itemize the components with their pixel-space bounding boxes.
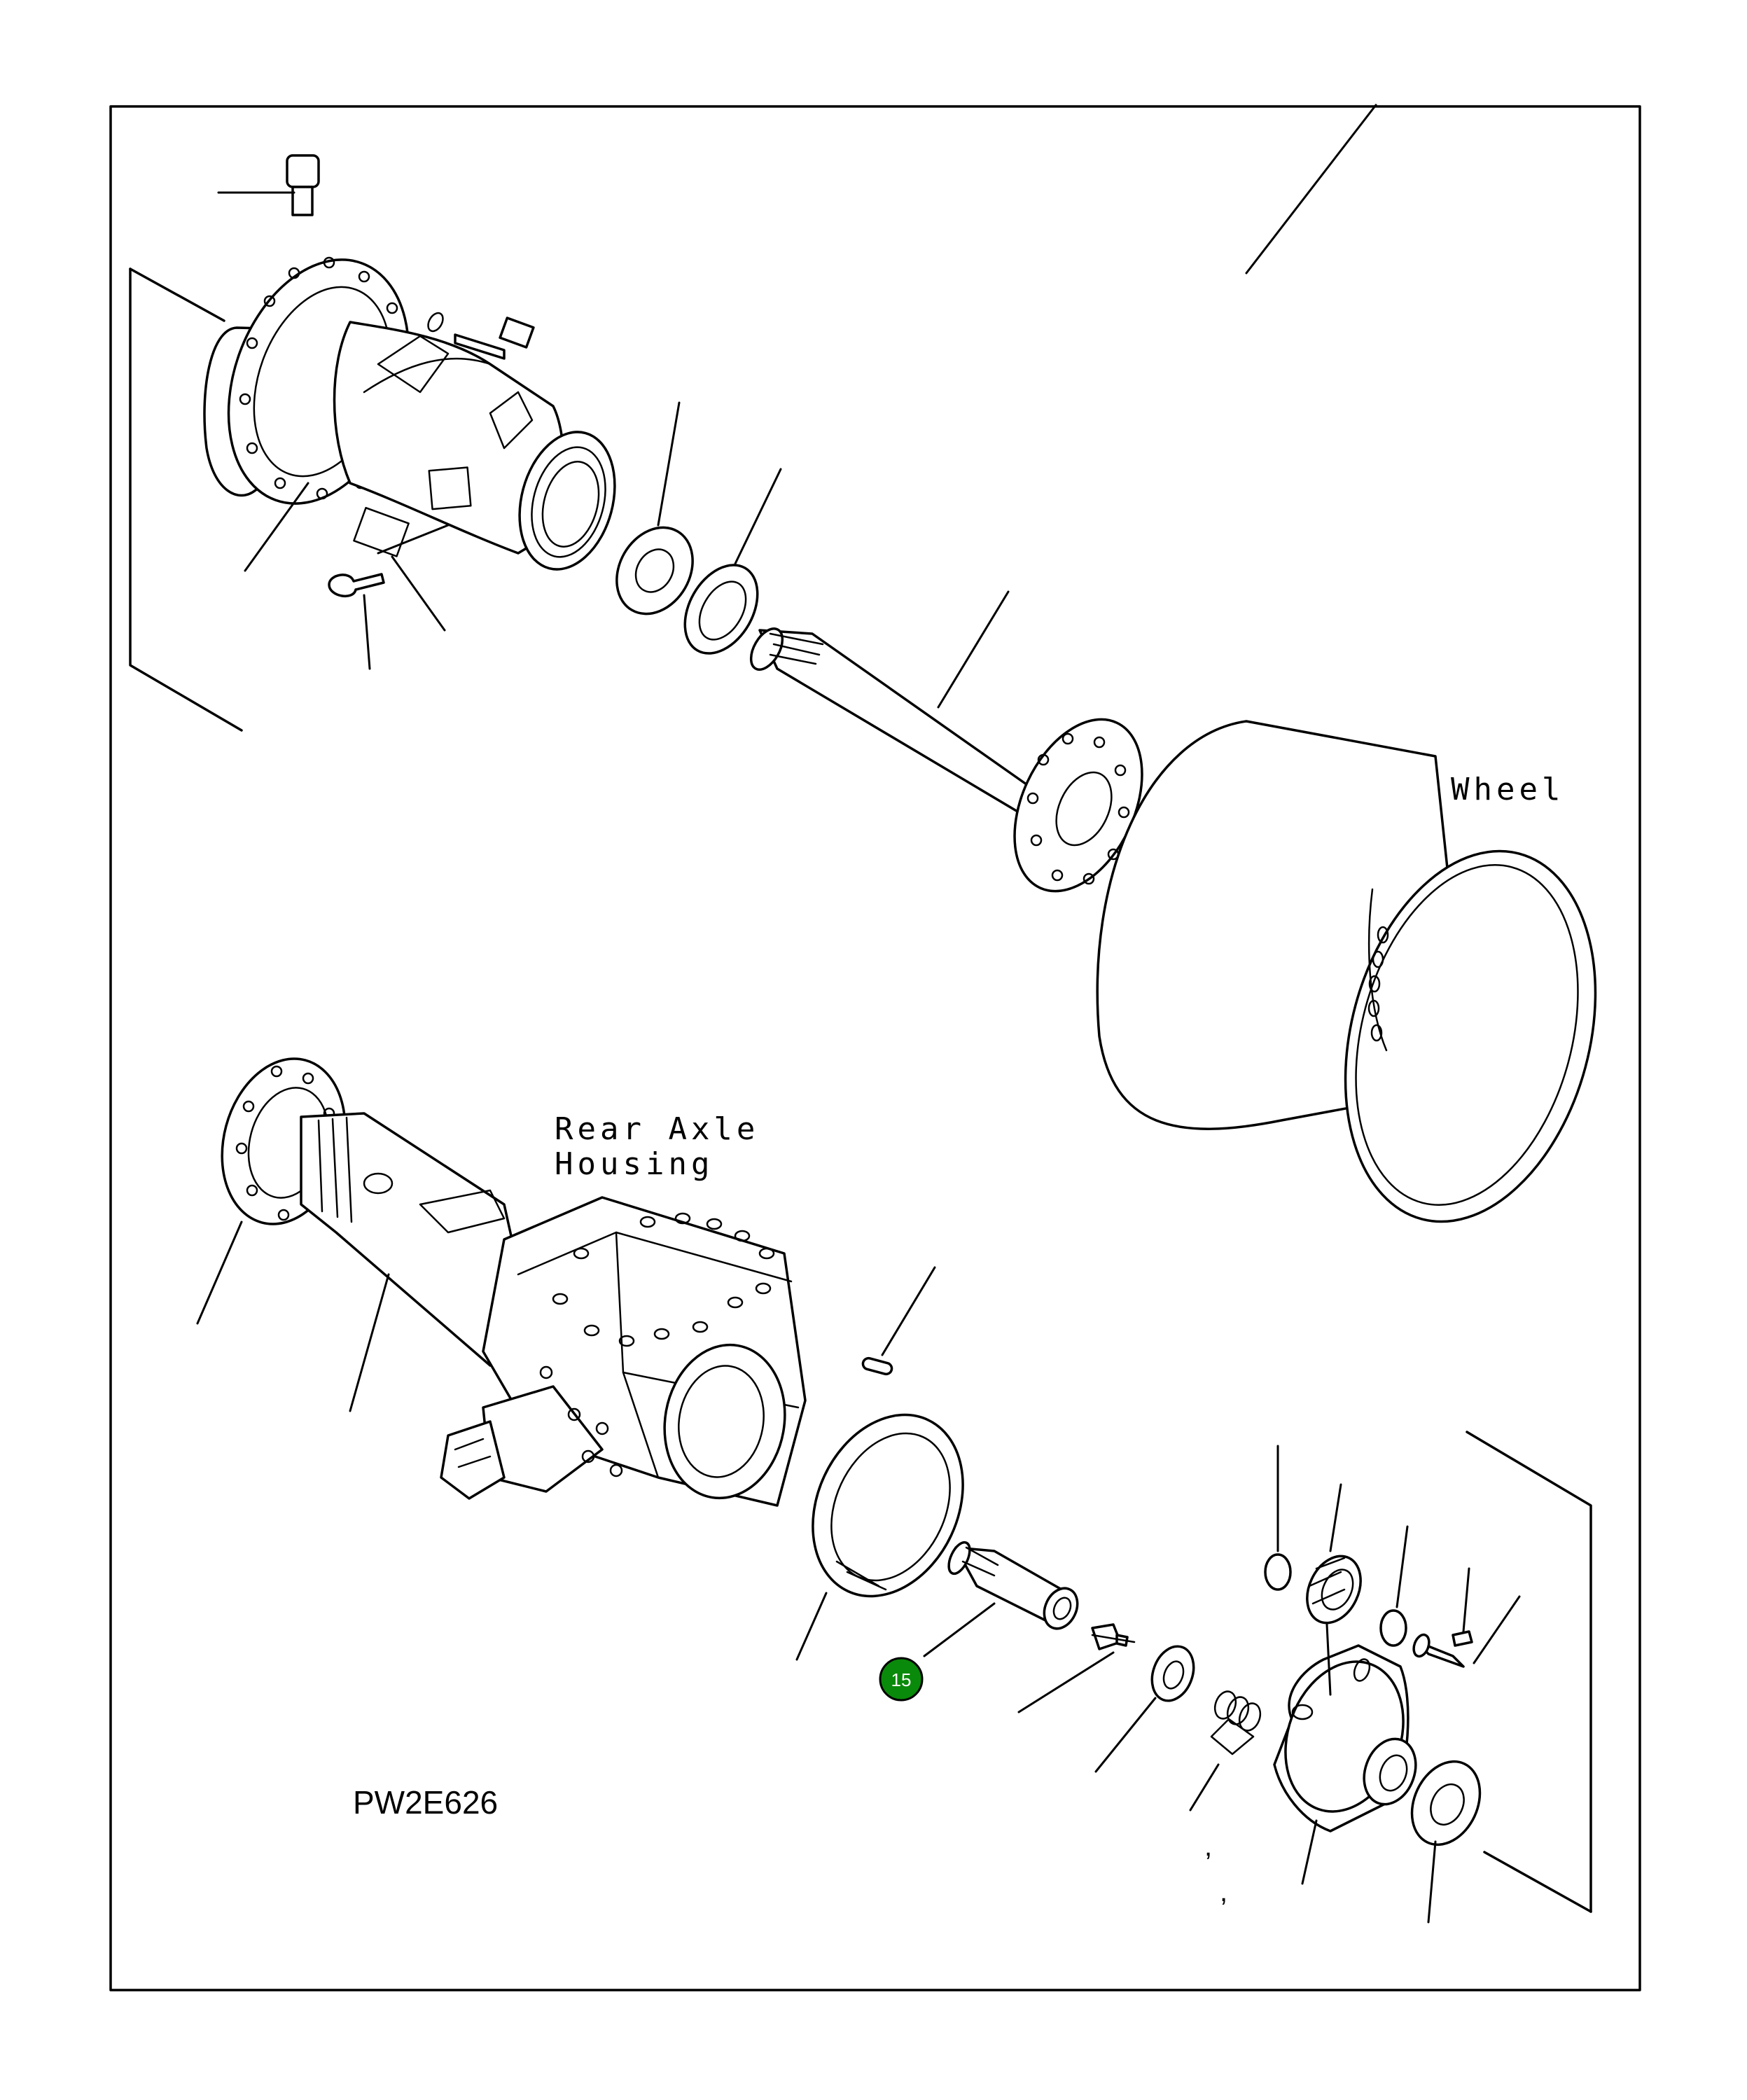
ring-gear xyxy=(795,1266,964,1661)
rear-axle-housing-label-line2: Housing xyxy=(555,1146,714,1182)
comma-mark-1: , xyxy=(1204,1831,1212,1862)
callout-15-number: 15 xyxy=(891,1669,912,1690)
final-drive-housing xyxy=(129,154,616,732)
rear-axle-housing: Rear Axle Housing xyxy=(196,1057,807,1507)
pinion-shaft xyxy=(923,1541,1079,1657)
differential-case xyxy=(1264,1431,1592,1924)
upper-bearing xyxy=(615,401,694,616)
axle-shaft xyxy=(749,590,1143,893)
diagram-frame xyxy=(109,105,1641,1991)
rear-axle-housing-label-line1: Rear Axle xyxy=(555,1111,759,1147)
wheel-label: Wheel xyxy=(1451,772,1564,807)
small-bearing xyxy=(1094,1645,1195,1773)
drawing-code: PW2E626 xyxy=(353,1784,498,1821)
comma-mark-2: , xyxy=(1220,1877,1227,1907)
small-bolt xyxy=(1017,1623,1136,1713)
thrust-washers: , , xyxy=(1189,1690,1262,1907)
oil-seal xyxy=(683,468,782,655)
wheel-rim: Wheel xyxy=(1096,104,1597,1223)
callout-15-marker[interactable]: 15 xyxy=(879,1657,924,1702)
